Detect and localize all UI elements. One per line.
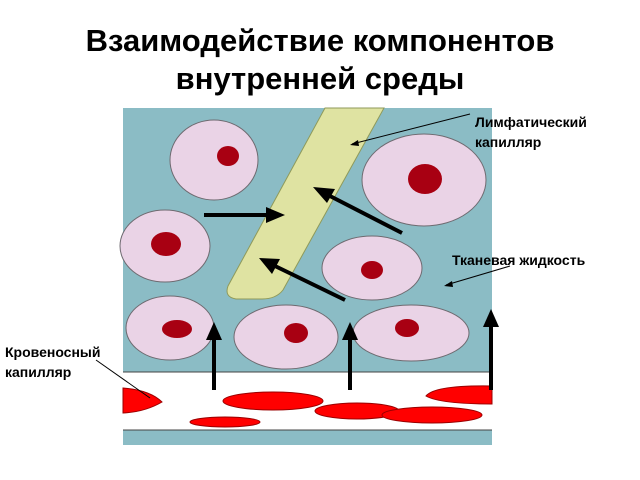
- title-line-2: внутренней среды: [175, 61, 465, 96]
- label-blood-capillary: Кровеносный капилляр: [5, 342, 100, 382]
- arrow-up-1: [206, 322, 222, 390]
- leader-lymph: [351, 113, 471, 145]
- tissue-cell: [119, 209, 211, 283]
- title-line-1: Взаимодействие компонентов: [85, 23, 555, 58]
- flow-arrows: [204, 187, 499, 390]
- leader-blood: [95, 359, 151, 399]
- label-lymph-line-1: Лимфатический: [475, 114, 587, 130]
- erythrocyte: [189, 416, 261, 428]
- arrow-to-lymph-2: [313, 187, 403, 235]
- label-blood-line-1: Кровеносный: [5, 344, 101, 360]
- arrow-up-3: [483, 309, 499, 390]
- erythrocyte: [222, 391, 324, 411]
- label-tissue-fluid: Тканевая жидкость: [452, 250, 585, 270]
- label-blood-line-2: капилляр: [5, 364, 72, 380]
- leader-tissue: [445, 265, 511, 286]
- arrow-up-2: [342, 322, 358, 390]
- page-title: Взаимодействие компонентов внутренней ср…: [0, 22, 640, 98]
- erythrocytes: [122, 385, 493, 428]
- lymphatic-capillary: [226, 107, 385, 300]
- erythrocyte: [381, 406, 483, 424]
- label-tissue-fluid-text: Тканевая жидкость: [452, 252, 586, 268]
- tissue-cell: [233, 304, 339, 370]
- tissue-cell: [321, 235, 423, 301]
- label-lymphatic-capillary: Лимфатический капилляр: [475, 112, 587, 152]
- leader-lines: [95, 113, 511, 399]
- arrow-to-lymph-1: [204, 207, 285, 223]
- label-lymph-line-2: капилляр: [475, 134, 542, 150]
- tissue-cell: [125, 295, 215, 361]
- tissue-cell: [361, 133, 487, 227]
- arrow-to-lymph-3: [259, 258, 346, 302]
- tissue-cell: [352, 304, 470, 362]
- erythrocyte: [425, 385, 493, 405]
- tissue-cell: [169, 119, 259, 201]
